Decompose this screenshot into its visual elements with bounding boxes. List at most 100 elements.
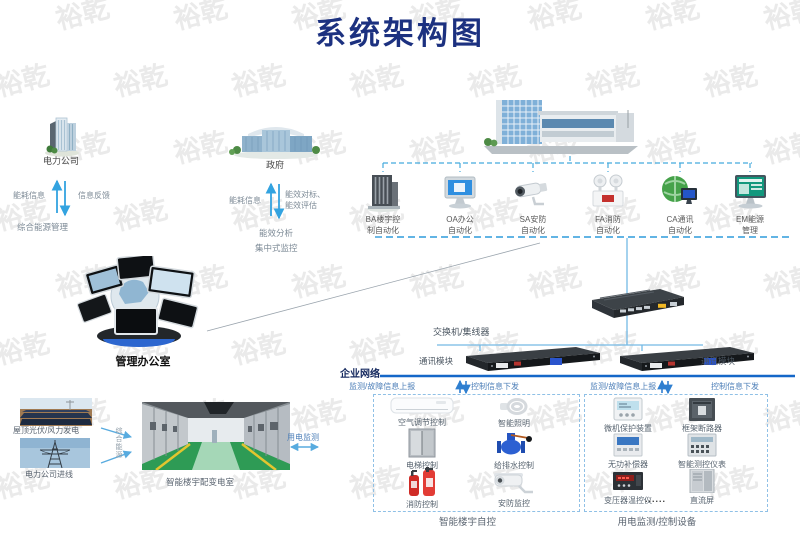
flow-up-right-label: 监测/故障信息上报	[590, 382, 657, 391]
comm-module-left-label: 通讯模块	[419, 356, 454, 366]
substation-room-label: 智能楼宇配变电室	[166, 477, 235, 487]
watermark-text: 裕乾	[700, 59, 761, 103]
watermark-text: 裕乾	[582, 59, 643, 103]
cell-temp-controller: 变压器温控仪	[590, 469, 666, 506]
watermark-text: 裕乾	[110, 59, 171, 103]
info-feedback-label: 信息反馈	[78, 191, 110, 200]
cell-smart-lighting: 智能照明	[470, 396, 558, 429]
flow-down-right-label: 控制信息下发	[711, 382, 759, 391]
item-label: 电梯控制	[406, 461, 438, 470]
item-label: 空气调节控制	[398, 418, 446, 427]
power-line-photo	[20, 438, 90, 468]
power-monitor-box	[584, 394, 768, 512]
watermark-text: 裕乾	[760, 260, 800, 304]
watermark-text: 裕乾	[346, 59, 407, 103]
subsystem-label: EM能源	[736, 215, 764, 224]
subsystem-label: FA消防	[595, 215, 621, 224]
subsystem-ba: BA楼宇控 制自动化	[351, 172, 415, 236]
subsystem-label: 自动化	[448, 226, 472, 235]
water-valve-icon	[497, 433, 532, 455]
comm-module-left-icon	[466, 347, 600, 371]
cell-fire-control: 消防控制	[378, 467, 466, 510]
energy-info-up-label: 能耗信息	[13, 191, 45, 200]
item-label: 智能测控仪表	[678, 460, 726, 469]
power-monitor-box-title: 用电监测/控制设备	[617, 517, 697, 528]
cell-security-monitor: 安防监控	[470, 468, 558, 509]
watermark-text: 裕乾	[288, 260, 349, 304]
subsystem-label: 自动化	[596, 226, 620, 235]
more-devices-ellipsis: ......	[645, 494, 667, 504]
integrated-energy-mgmt-label: 综合能源管理	[17, 222, 69, 232]
light-bulb-icon	[500, 398, 528, 415]
elevator-icon	[408, 428, 436, 458]
efficiency-analysis-label: 能效分析	[259, 228, 294, 238]
metering-instrument-icon	[687, 433, 717, 457]
item-label: 无功补偿器	[608, 460, 648, 469]
protection-relay-icon	[613, 397, 643, 421]
frame-breaker-icon	[689, 398, 715, 421]
subsystem-ca: CA通讯 自动化	[648, 172, 712, 236]
item-label: 消防控制	[406, 500, 438, 509]
subsystem-label: 自动化	[521, 226, 545, 235]
watermark-text: 裕乾	[524, 260, 585, 304]
cell-metering-instrument: 智能测控仪表	[664, 433, 740, 470]
watermark-text: 裕乾	[0, 59, 53, 103]
cctv-camera-icon	[515, 182, 548, 206]
management-office-label: 管理办公室	[115, 356, 171, 368]
ac-unit-icon	[390, 397, 454, 414]
energy-monitor-icon	[735, 175, 766, 209]
substation-room-photo	[142, 402, 290, 470]
subsystem-label: 制自动化	[367, 226, 399, 235]
centralized-monitoring-label: 集中式监控	[255, 243, 298, 253]
watermark-text: 裕乾	[228, 327, 289, 371]
switch-label: 交换机/集线器	[433, 327, 490, 337]
watermark-text: 裕乾	[0, 327, 53, 371]
government-building-icon	[229, 127, 320, 159]
cell-dc-panel: 直流屏	[664, 469, 740, 506]
oa-monitor-icon	[444, 176, 476, 209]
cell-frame-breaker: 框架断路器	[664, 397, 740, 434]
item-label: 直流屏	[690, 496, 714, 505]
compensator-icon	[613, 433, 643, 457]
comm-module-right-icon	[620, 347, 754, 371]
subsystem-oa: OA办公 自动化	[428, 172, 492, 236]
watermark-text: 裕乾	[642, 126, 703, 170]
watermark-text: 裕乾	[406, 260, 467, 304]
item-label: 给排水控制	[494, 461, 534, 470]
power-line-label: 电力公司进线	[25, 470, 73, 479]
power-company-label: 电力公司	[42, 156, 79, 166]
item-label: 安防监控	[498, 499, 530, 508]
watermark-text: 裕乾	[760, 126, 800, 170]
cell-ac-control: 空气调节控制	[378, 397, 466, 428]
watermark-text: 裕乾	[406, 126, 467, 170]
building-automation-box	[373, 394, 580, 512]
page-title: 系统架构图	[315, 16, 485, 51]
solar-wind-label: 屋顶光伏/风力发电	[13, 426, 80, 435]
subsystem-label: SA安防	[519, 215, 547, 224]
item-label: 变压器温控仪	[604, 496, 652, 505]
cell-reactive-compensator: 无功补偿器	[590, 433, 666, 470]
temp-controller-icon	[613, 472, 643, 490]
cell-water-control: 给排水控制	[470, 428, 558, 471]
globe-network-icon	[662, 176, 697, 204]
subsystem-fa: FA消防 自动化	[576, 172, 640, 236]
power-monitoring-label: 用电监测	[287, 433, 319, 442]
building-automation-icon	[367, 175, 400, 212]
solar-wind-photo	[20, 398, 92, 426]
flow-down-left-label: 控制信息下发	[471, 382, 519, 391]
subsystem-sa: SA安防 自动化	[501, 172, 565, 236]
management-office-icon	[76, 256, 199, 347]
emergency-light-icon	[592, 174, 624, 207]
network-switch-icon	[592, 289, 684, 318]
evaluation-label: 能效评估	[285, 201, 317, 210]
bullet-camera-icon	[494, 473, 533, 494]
cell-elevator-control: 电梯控制	[378, 428, 466, 471]
watermark-text: 裕乾	[170, 126, 231, 170]
watermark-text: 裕乾	[110, 193, 171, 237]
watermark-text: 裕乾	[228, 59, 289, 103]
integrated-energy-arrow-label: 综合能源	[115, 427, 122, 459]
watermark-text: 裕乾	[288, 394, 349, 438]
building-automation-box-title: 智能楼宇自控	[438, 517, 496, 528]
power-company-building-icon	[45, 117, 79, 157]
